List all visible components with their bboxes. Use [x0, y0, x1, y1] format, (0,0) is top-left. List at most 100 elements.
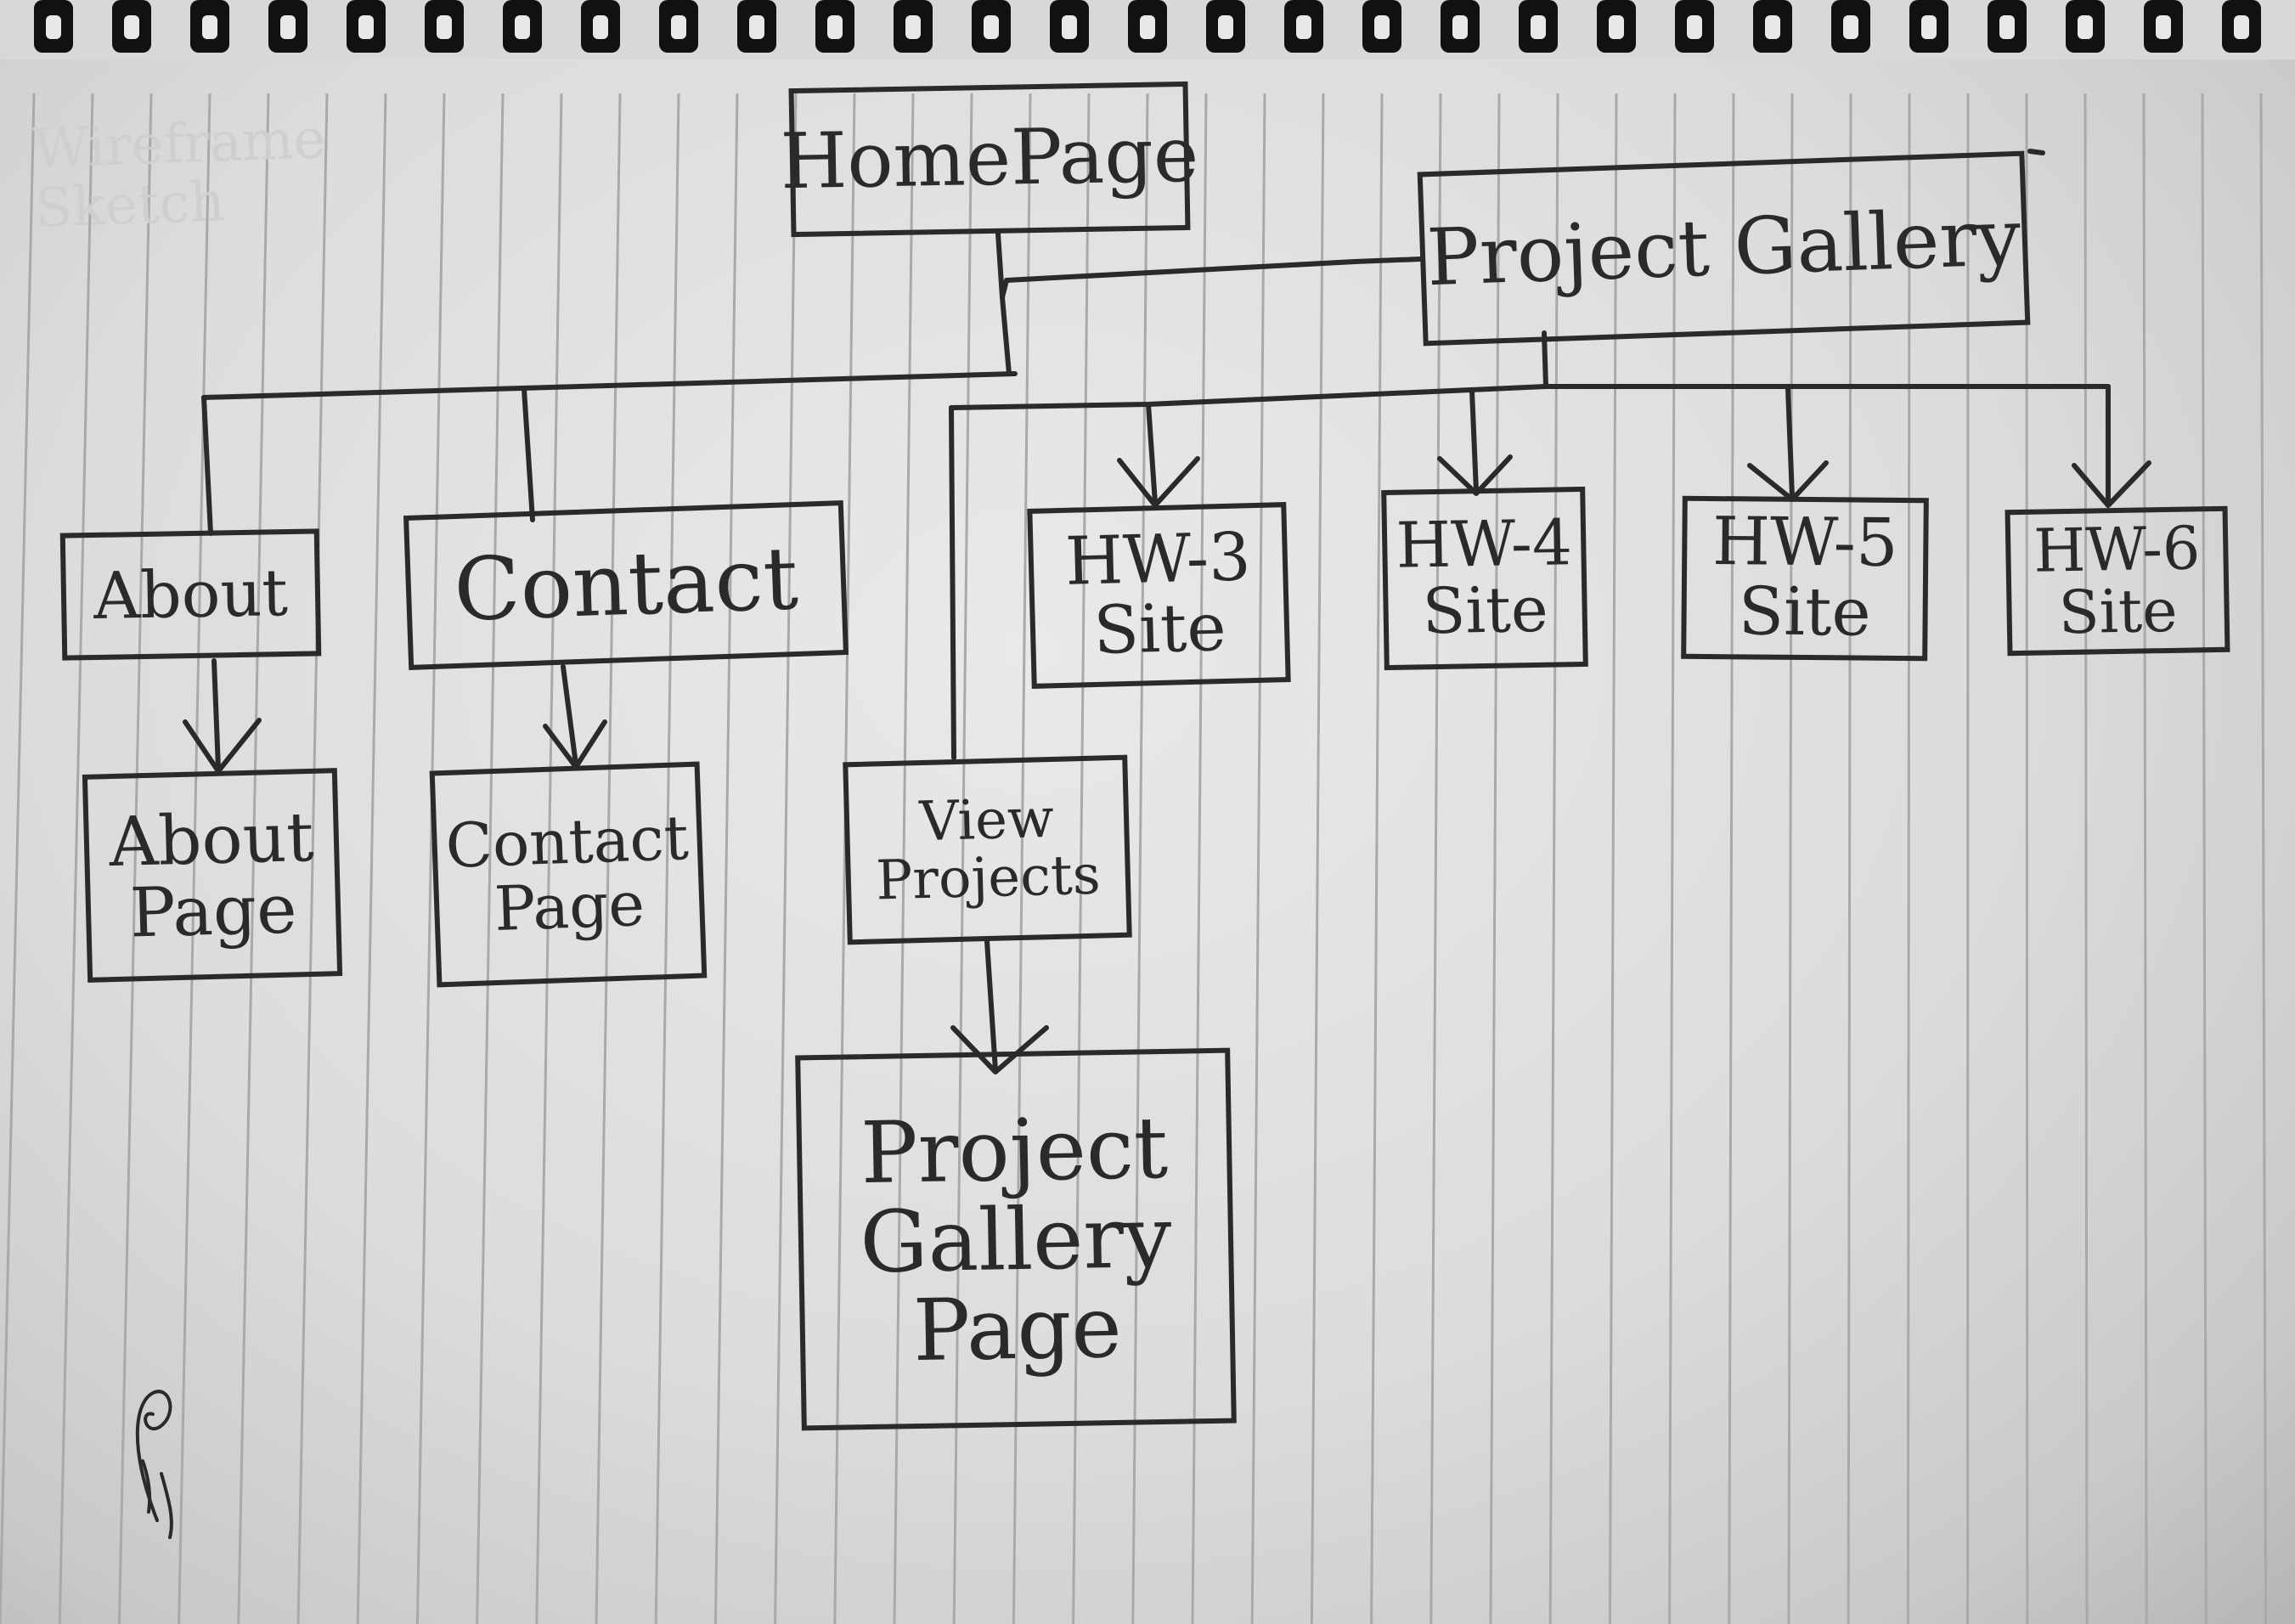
- spiral-hole: [437, 15, 452, 39]
- signature-doodle: [135, 1390, 173, 1539]
- spiral-hole: [671, 15, 686, 39]
- node-contact-page-label: Contact Page: [444, 801, 691, 945]
- ruled-line: [117, 93, 153, 1624]
- ruled-line: [1191, 93, 1208, 1624]
- ruled-line: [58, 93, 94, 1624]
- spiral-hole: [827, 15, 843, 39]
- spiral-hole: [749, 15, 764, 39]
- spiral-hole: [1296, 15, 1311, 39]
- connector-to-hw4: [1469, 388, 1479, 493]
- spiral-hole: [1843, 15, 1858, 39]
- spiral-hole: [124, 15, 139, 39]
- ruled-line: [1310, 93, 1325, 1624]
- ruled-line: [535, 93, 563, 1624]
- ruled-line: [654, 93, 680, 1624]
- ruled-line: [2201, 93, 2208, 1624]
- connector-to-about: [201, 395, 213, 536]
- ruled-line: [2259, 93, 2268, 1624]
- spiral-hole: [358, 15, 374, 39]
- ruled-line: [774, 93, 798, 1624]
- ruled-line: [237, 93, 270, 1624]
- connector-project-gallery-bus: [949, 384, 2111, 410]
- ruled-line: [952, 93, 973, 1624]
- ruled-lines: [0, 93, 2268, 1624]
- faint-heading: Wireframe Sketch: [31, 108, 327, 241]
- node-about-page: About Page: [82, 768, 343, 983]
- connector-homepage-to-project-gallery: [1000, 257, 1423, 300]
- node-contact-label: Contact: [452, 528, 800, 642]
- node-contact-page: Contact Page: [429, 761, 708, 988]
- ruled-line: [476, 93, 505, 1624]
- ruled-line: [415, 93, 446, 1624]
- node-hw4-site-label: HW-4 Site: [1395, 506, 1573, 649]
- ruled-line: [178, 93, 211, 1624]
- node-project-gallery-page-label: Project Gallery Page: [859, 1097, 1173, 1380]
- ruled-line: [2084, 93, 2089, 1624]
- node-view-projects-label: View Projects: [875, 787, 1102, 912]
- spiral-hole: [1218, 15, 1233, 39]
- arrowhead-hw3: [1117, 456, 1200, 508]
- node-project-gallery-label: Project Gallery: [1425, 192, 2022, 304]
- ruled-line: [1787, 93, 1794, 1624]
- connectors: [183, 149, 2151, 1074]
- ruled-line: [1250, 93, 1266, 1624]
- connector-to-contact: [522, 386, 535, 522]
- connector-about-to-about-page: [211, 658, 221, 771]
- node-hw4-site: HW-4 Site: [1381, 486, 1588, 671]
- spiral-hole: [1531, 15, 1546, 39]
- spiral-hole: [2078, 15, 2093, 39]
- arrowhead-hw4: [1437, 454, 1513, 496]
- ruled-line: [296, 93, 329, 1624]
- arrowhead-about-page: [183, 718, 262, 774]
- ruled-line: [893, 93, 915, 1624]
- node-about-page-label: About Page: [108, 797, 315, 953]
- spiral-binding: [34, 0, 2261, 53]
- connector-project-gallery-trunk: [1542, 330, 1548, 389]
- ruled-line: [1608, 93, 1618, 1624]
- ruled-line: [1072, 93, 1091, 1624]
- spiral-hole: [1140, 15, 1155, 39]
- ruled-line: [2142, 93, 2148, 1624]
- ruled-line: [356, 93, 387, 1624]
- arrowhead-gallery-page: [950, 1025, 1049, 1074]
- ruled-line: [1668, 93, 1677, 1624]
- stray-mark-project-gallery: [2027, 149, 2045, 155]
- spiral-hole: [1765, 15, 1780, 39]
- ruled-line: [1012, 93, 1032, 1624]
- spiral-hole: [1921, 15, 1937, 39]
- node-hw5-site-label: HW-5 Site: [1711, 504, 1899, 651]
- node-project-gallery: Project Gallery: [1417, 150, 2031, 347]
- arrowhead-hw6: [2072, 460, 2151, 508]
- spiral-hole: [984, 15, 999, 39]
- node-hw5-site: HW-5 Site: [1681, 495, 1929, 662]
- ruled-line: [1906, 93, 1911, 1624]
- spiral-hole: [1452, 15, 1468, 39]
- ruled-line: [1847, 93, 1852, 1624]
- ruled-line: [1548, 93, 1559, 1624]
- node-hw6-site: HW-6 Site: [2005, 505, 2230, 657]
- node-hw3-site: HW-3 Site: [1027, 502, 1291, 689]
- spiral-hole: [515, 15, 530, 39]
- spiral-hole: [1999, 15, 2015, 39]
- connector-view-projects-to-gallery-page: [984, 939, 998, 1073]
- spiral-hole: [905, 15, 921, 39]
- connector-main-bus: [201, 371, 1018, 400]
- ruled-line: [713, 93, 739, 1624]
- node-project-gallery-page: Project Gallery Page: [795, 1047, 1237, 1431]
- node-about-label: About: [93, 555, 289, 634]
- ruled-line: [833, 93, 856, 1624]
- ruled-line: [1728, 93, 1735, 1624]
- connector-to-view-projects: [949, 405, 956, 760]
- node-contact: Contact: [403, 500, 849, 670]
- ruled-line: [1489, 93, 1501, 1624]
- node-about: About: [59, 528, 322, 661]
- spiral-hole: [1687, 15, 1702, 39]
- spiral-hole: [46, 15, 61, 39]
- connector-to-hw5: [1785, 386, 1795, 499]
- node-homepage-label: HomePage: [779, 110, 1200, 207]
- spiral-hole: [593, 15, 608, 39]
- node-view-projects: View Projects: [843, 754, 1132, 945]
- node-hw6-site-label: HW-6 Site: [2033, 512, 2202, 648]
- spiral-hole: [1374, 15, 1390, 39]
